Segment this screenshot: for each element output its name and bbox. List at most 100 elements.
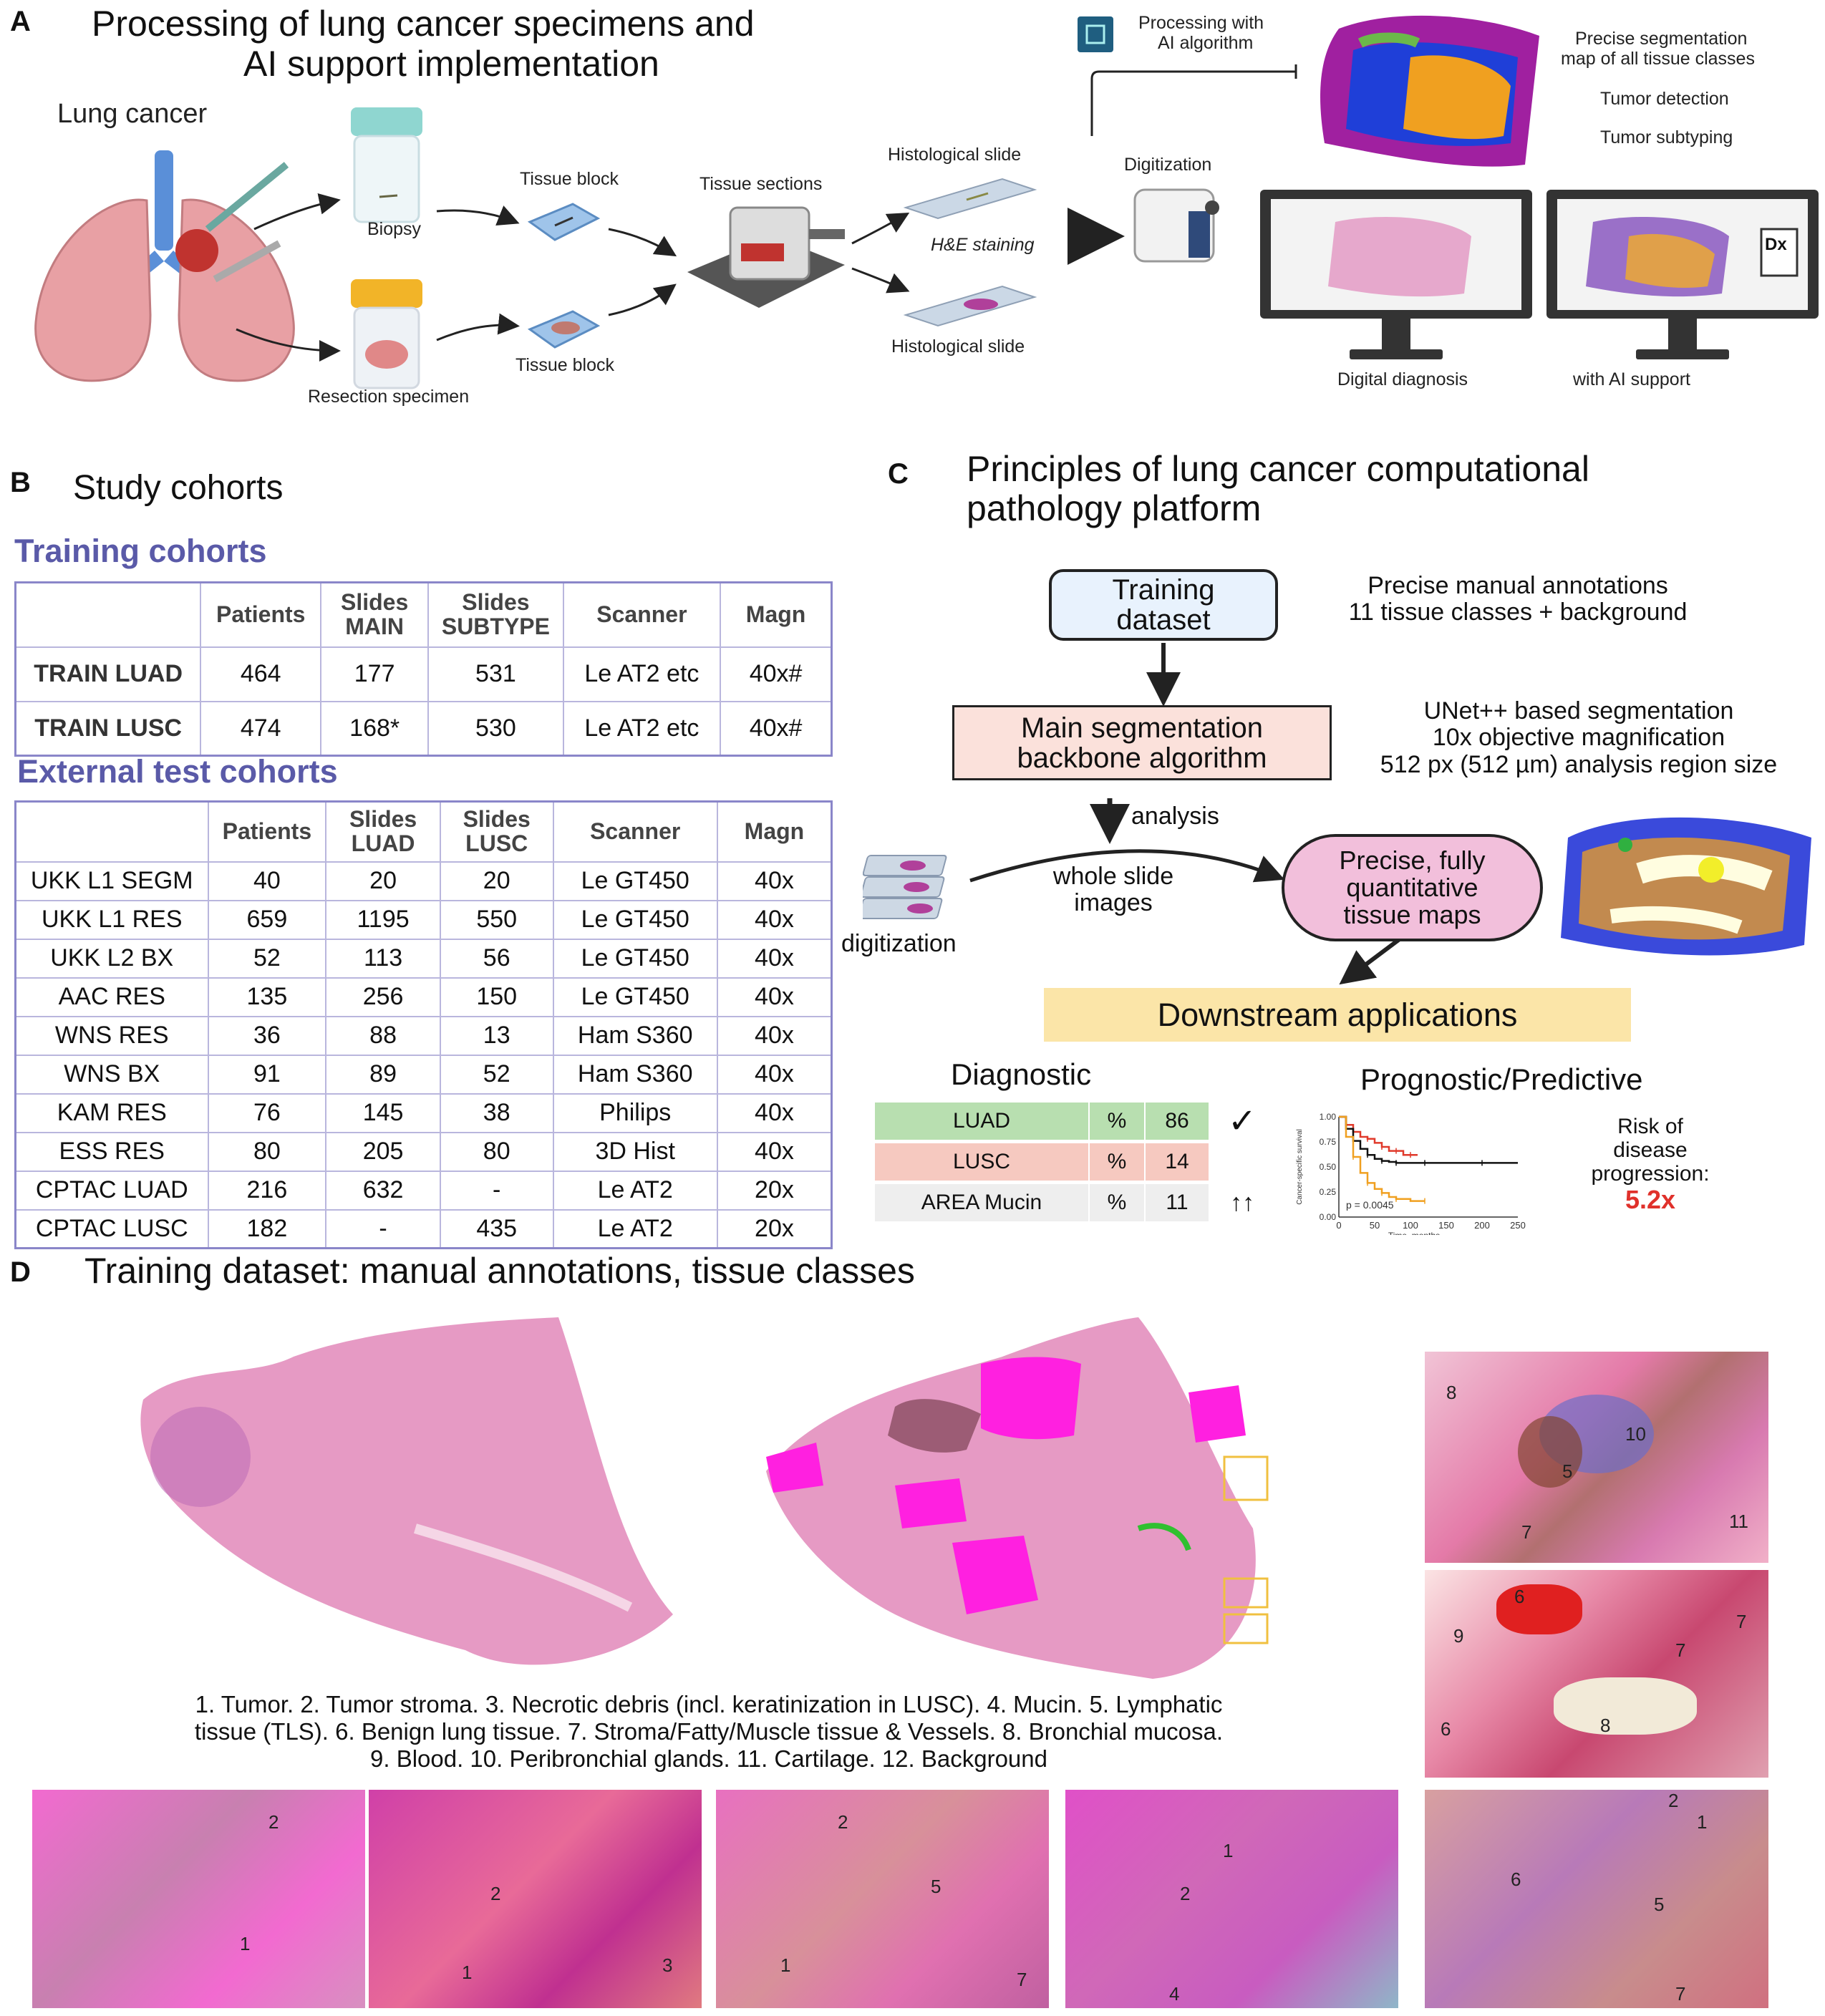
table-cell: 145 [325, 1092, 441, 1133]
tissue-class-number: 1 [1697, 1811, 1708, 1833]
y-tick-label: 1.00 [1320, 1112, 1337, 1122]
precise-seg-line1: Precise segmentation [1575, 29, 1748, 49]
legend-line2: tissue (TLS). 6. Benign lung tissue. 7. … [194, 1717, 1224, 1745]
tissue-class-number: 2 [490, 1883, 501, 1904]
x-tick-label: 100 [1403, 1220, 1418, 1231]
table-cell: 40x [716, 976, 833, 1017]
table-cell: 531 [427, 646, 564, 702]
maps-line2: quantitative [1346, 873, 1478, 903]
diagnostic-value: 11 [1146, 1184, 1209, 1221]
tumor-detection-label: Tumor detection [1600, 89, 1729, 109]
diagnostic-value: 86 [1146, 1102, 1209, 1140]
y-tick-label: 0.75 [1320, 1137, 1337, 1147]
table-cell: 474 [200, 700, 322, 757]
table-cell: 659 [207, 899, 327, 940]
risk-line1: Risk of [1617, 1115, 1683, 1138]
panel-c-arrows [969, 643, 1405, 985]
external-cohorts-table: Patients Slides LUAD Slides LUSC Scanner… [14, 800, 833, 1249]
chip-icon [1078, 16, 1113, 52]
tissue-block-top-label: Tissue block [520, 169, 619, 189]
x-tick-label: 0 [1336, 1220, 1341, 1231]
tissue-class-number: 2 [268, 1811, 279, 1833]
microtome-icon [687, 206, 845, 308]
blood-region [1496, 1584, 1582, 1634]
diagnostic-mark: ✓ [1227, 1102, 1257, 1140]
tissue-class-number: 1 [462, 1962, 473, 1983]
table-cell: - [439, 1170, 554, 1211]
tissue-block-bottom-label: Tissue block [515, 355, 615, 375]
table-cell: 40 [207, 861, 327, 901]
table-cell: 464 [200, 646, 322, 702]
wsi-label: whole slide images [1042, 863, 1185, 917]
table-cell: UKK L1 SEGM [14, 861, 209, 901]
diagnostic-label: AREA Mucin [875, 1184, 1088, 1221]
table-cell: 435 [439, 1208, 554, 1249]
slide-top [903, 178, 1037, 220]
tissue-class-number: 7 [1521, 1521, 1532, 1543]
panel-a-arrows [236, 193, 1125, 362]
panel-d-letter: D [10, 1256, 31, 1288]
diagnostic-mark: ↑↑ [1230, 1188, 1254, 1216]
tissue-class-number: 8 [1446, 1382, 1457, 1403]
table-cell: CPTAC LUSC [14, 1208, 209, 1249]
diagnostic-title: Diagnostic [951, 1057, 1092, 1091]
diagnostic-unit: % [1090, 1143, 1144, 1181]
prognostic-title: Prognostic/Predictive [1360, 1062, 1643, 1096]
digital-diagnosis-label: Digital diagnosis [1337, 369, 1468, 389]
train-header-slides-main: Slides MAIN [320, 581, 430, 648]
processing-line2: AI algorithm [1158, 33, 1254, 53]
table-cell: 550 [439, 899, 554, 940]
table-cell: TRAIN LUSC [14, 700, 202, 757]
lungs-illustration [34, 150, 295, 382]
manual-annotations-text: Precise manual annotations 11 tissue cla… [1310, 572, 1725, 626]
dx-label: Dx [1765, 235, 1787, 254]
tissue-class-number: 2 [1180, 1883, 1191, 1904]
panel-c-letter: C [888, 458, 909, 490]
precise-seg-line2: map of all tissue classes [1561, 49, 1755, 69]
tissue-block-bottom [527, 310, 601, 349]
maps-line1: Precise, fully [1339, 845, 1486, 876]
unet-line2: 10x objective magnification [1432, 724, 1725, 752]
mucosa-region [1554, 1677, 1697, 1735]
slide-bottom [903, 285, 1037, 327]
diagnostic-mark [1217, 1143, 1267, 1181]
table-cell: UKK L2 BX [14, 938, 209, 979]
table-cell: 1195 [325, 899, 441, 940]
y-tick-label: 0.50 [1320, 1162, 1337, 1172]
tissue-class-number: 7 [1017, 1969, 1027, 1990]
panel-d-title: Training dataset: manual annotations, ti… [84, 1251, 915, 1291]
histological-slide-bottom-label: Histological slide [891, 336, 1025, 357]
tissue-class-number: 9 [1453, 1625, 1464, 1647]
panel-c-title-line1: Principles of lung cancer computational [967, 449, 1589, 489]
diagnostic-label: LUAD [875, 1102, 1088, 1140]
table-cell: 216 [207, 1170, 327, 1211]
training-cohorts-title: Training cohorts [14, 533, 267, 569]
x-tick-label: 50 [1370, 1220, 1380, 1231]
unet-line3: 512 px (512 µm) analysis region size [1380, 750, 1778, 778]
downstream-applications-box: Downstream applications [1044, 988, 1631, 1042]
ext-header-patients: Patients [207, 800, 327, 863]
training-dataset-line1: Training [1112, 574, 1215, 606]
table-cell: UKK L1 RES [14, 899, 209, 940]
tissue-class-number: 7 [1675, 1639, 1686, 1661]
tissue-class-legend: 1. Tumor. 2. Tumor stroma. 3. Necrotic d… [43, 1691, 1375, 1773]
table-cell: 88 [325, 1015, 441, 1056]
table-cell: 256 [325, 976, 441, 1017]
y-tick-label: 0.00 [1320, 1212, 1337, 1222]
scanner-icon [1133, 188, 1219, 263]
legend-line3: 9. Blood. 10. Peribronchial glands. 11. … [370, 1745, 1047, 1772]
table-cell: 40x [716, 1054, 833, 1095]
train-header-slides-subtype: Slides SUBTYPE [427, 581, 564, 648]
risk-text: Risk of disease progression: 5.2x [1579, 1115, 1722, 1214]
ext-header-slides-luad: Slides LUAD [325, 800, 441, 863]
panel-b-letter: B [10, 467, 31, 498]
table-cell: 40x [716, 1015, 833, 1056]
